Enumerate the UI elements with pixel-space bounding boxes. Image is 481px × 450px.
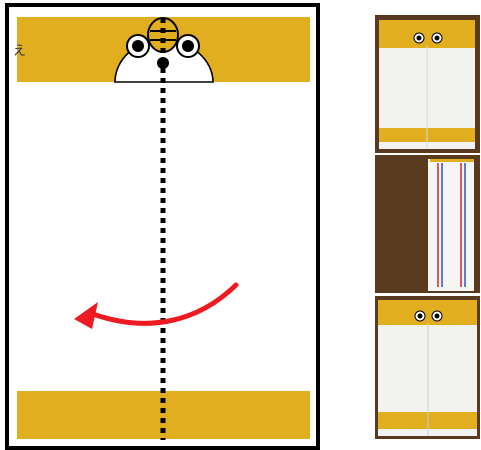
photo-step-3 — [375, 296, 480, 439]
header-kana-text: え — [13, 40, 26, 59]
photo-step-2 — [375, 155, 480, 293]
photo-step-1 — [375, 15, 480, 153]
